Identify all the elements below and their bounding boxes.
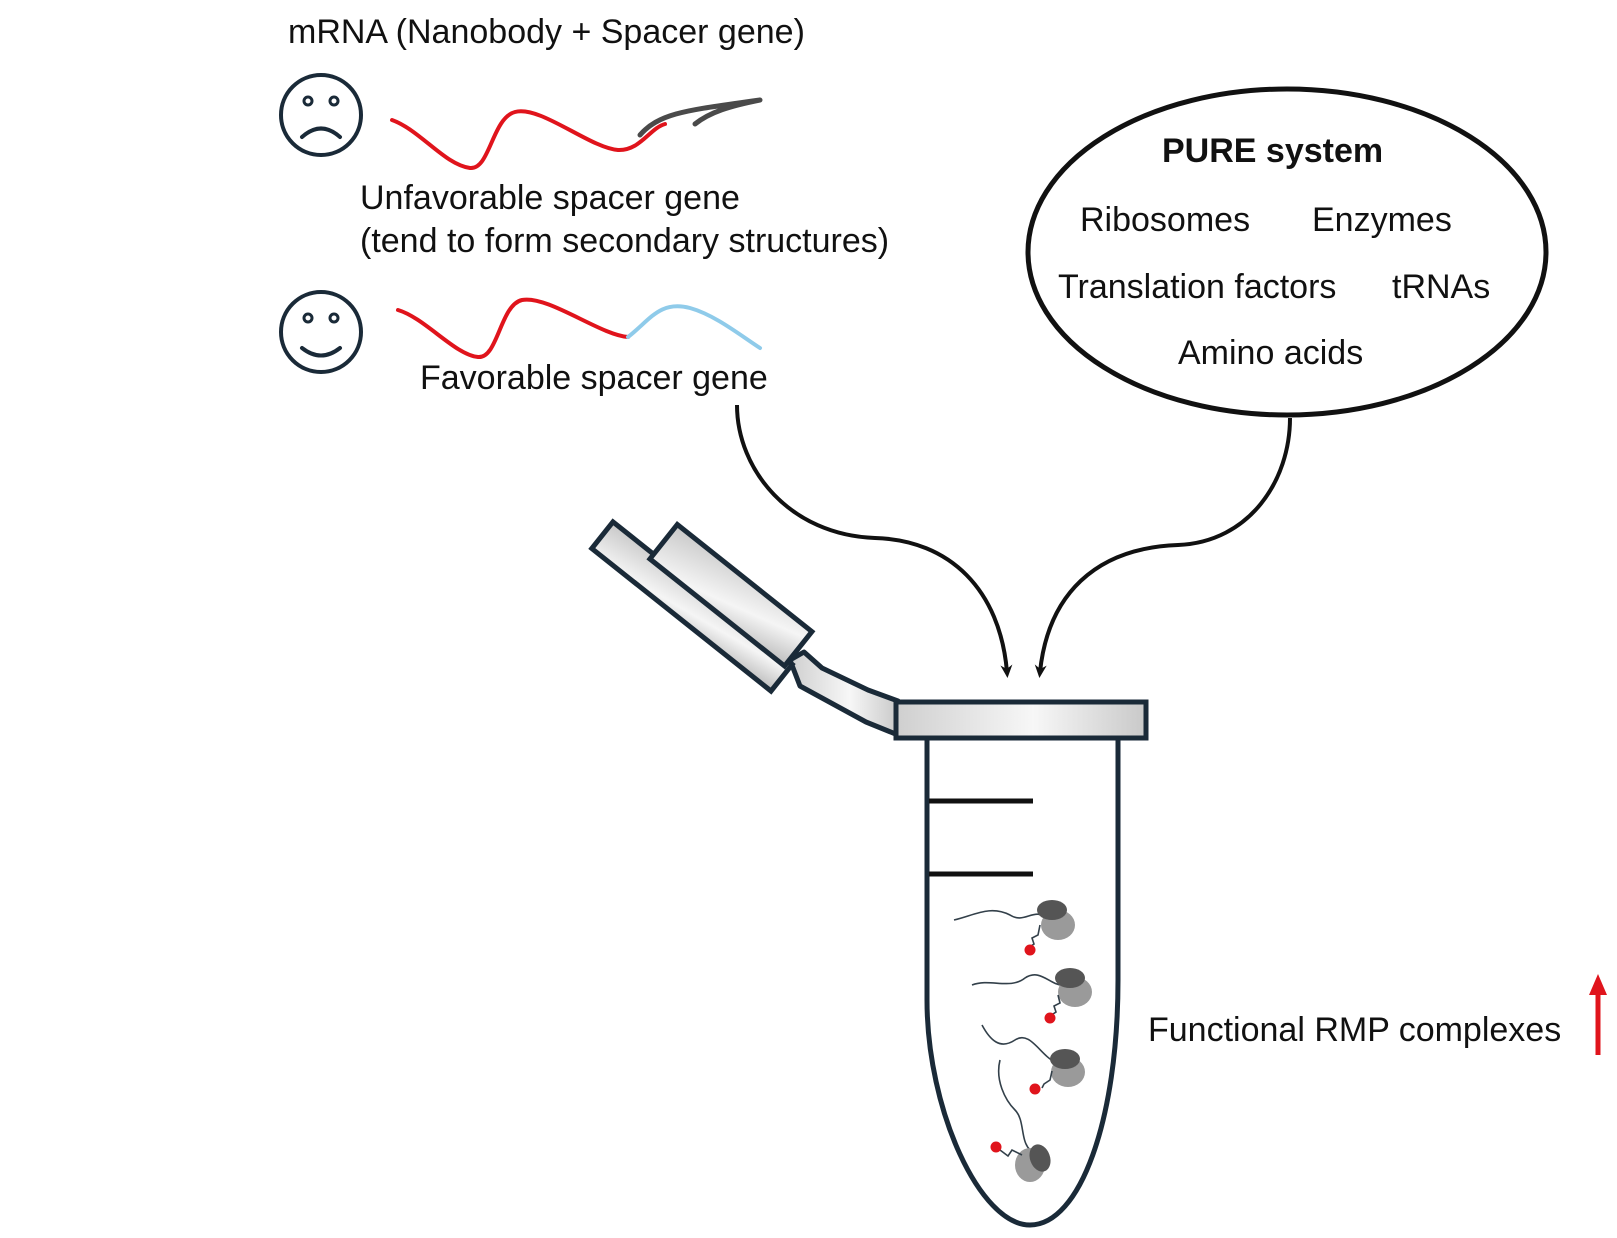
pure-item-translation-factors: Translation factors xyxy=(1058,268,1337,306)
increase-arrow-icon xyxy=(1589,974,1607,1055)
rmp-complex xyxy=(981,1024,1085,1095)
pure-item-ribosomes: Ribosomes xyxy=(1080,201,1251,239)
microcentrifuge-tube xyxy=(588,518,1149,1228)
favorable-label: Favorable spacer gene xyxy=(420,359,768,397)
unfavorable-label-line1: Unfavorable spacer gene xyxy=(360,179,740,217)
unfavorable-mrna-strand xyxy=(390,97,763,170)
happy-face-icon xyxy=(279,290,363,374)
rmp-complex xyxy=(971,968,1092,1024)
sad-face-icon xyxy=(279,73,363,157)
arrow-from-pure-system xyxy=(1034,417,1292,678)
mrna-title: mRNA (Nanobody + Spacer gene) xyxy=(288,13,805,51)
arrow-from-mrna xyxy=(735,404,1013,678)
rmp-complex xyxy=(990,1059,1051,1182)
rmp-complex xyxy=(953,900,1075,956)
pure-item-amino-acids: Amino acids xyxy=(1178,334,1364,372)
pure-item-trnas: tRNAs xyxy=(1392,268,1491,306)
favorable-mrna-strand xyxy=(396,297,762,359)
pure-item-enzymes: Enzymes xyxy=(1312,201,1452,239)
result-label: Functional RMP complexes xyxy=(1148,1011,1562,1049)
pure-system-title: PURE system xyxy=(1162,132,1384,170)
rmp-complexes xyxy=(953,900,1092,1182)
pure-system-bubble xyxy=(1025,86,1549,418)
unfavorable-label-line2: (tend to form secondary structures) xyxy=(360,222,890,260)
